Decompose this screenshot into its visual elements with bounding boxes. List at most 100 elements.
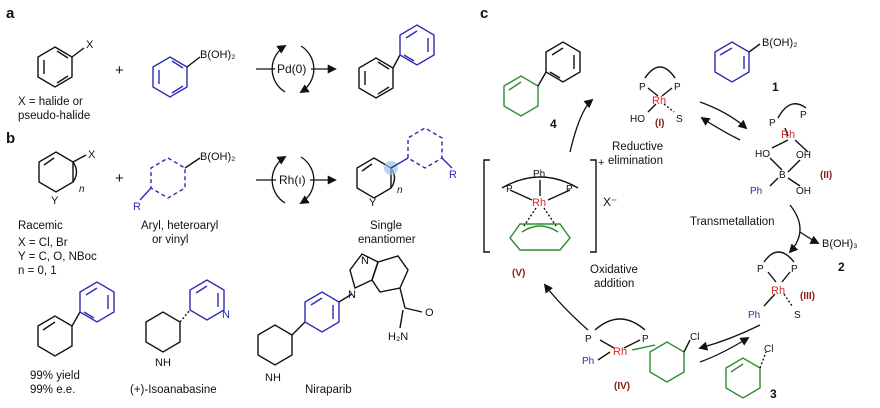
oxidative-addition-line2: addition <box>594 278 634 290</box>
complex-IV-p-right: P <box>642 334 649 345</box>
aryl-boronic-acid-structure <box>139 157 201 201</box>
product-4-structure <box>503 41 581 117</box>
reductive-elimination-line2: elimination <box>608 155 663 167</box>
complex-III-label: (III) <box>800 291 815 302</box>
boric-acid-label: B(OH)₃ <box>822 238 858 250</box>
complex-I-ho: HO <box>630 114 645 125</box>
complex-I-s: S <box>676 114 683 125</box>
compound-3-cl: Cl <box>764 344 773 355</box>
example-niraparib-structure <box>257 253 423 366</box>
complex-II-b: B <box>779 170 786 181</box>
plus-sign-a: + <box>115 62 124 79</box>
niraparib-o: O <box>425 307 434 319</box>
r-label-b: R <box>133 201 141 213</box>
complex-II-label: (II) <box>820 170 832 181</box>
complex-II-p-left: P <box>769 118 776 129</box>
isoanabasine-label: (+)-Isoanabasine <box>130 384 217 396</box>
rh-catalyst-label: Rh(ı) <box>279 173 306 187</box>
complex-II-ho: HO <box>755 149 770 160</box>
complex-I-structure <box>644 66 676 113</box>
complex-IV-structure <box>594 318 691 383</box>
x-label-b: X <box>88 149 96 161</box>
niraparib-label: Niraparib <box>305 384 352 396</box>
complex-III-p-left: P <box>757 264 764 275</box>
complex-III-structure <box>763 251 795 307</box>
transmetallation-label: Transmetallation <box>690 216 775 228</box>
catalytic-cycle-arrows <box>543 98 820 363</box>
compound-1-boronic: B(OH)₂ <box>762 37 797 49</box>
phenylboronic-acid-structure <box>152 56 201 98</box>
complex-I-label: (I) <box>655 118 664 129</box>
compound-2-label: 2 <box>838 260 845 274</box>
complex-III-p-right: P <box>791 264 798 275</box>
panel-label-a: a <box>6 5 15 22</box>
single-note-line1: Single <box>370 220 402 232</box>
plus-sign-b: + <box>115 170 124 187</box>
y-label-b: Y <box>51 195 59 207</box>
compound-1-structure <box>714 41 761 83</box>
complex-V-p-left: P <box>506 184 513 195</box>
halide-note-line2: pseudo-halide <box>18 110 90 122</box>
boronic-acid-label-a: B(OH)₂ <box>200 49 235 61</box>
complex-I-p-right: P <box>674 82 681 93</box>
complex-II-oh-2: OH <box>796 186 811 197</box>
condition-x: X = Cl, Br <box>18 237 68 249</box>
niraparib-nh: NH <box>265 372 281 384</box>
complex-II-ph: Ph <box>750 186 762 197</box>
halide-note-line1: X = halide or <box>18 96 83 108</box>
niraparib-n1: N <box>348 289 356 301</box>
complex-I-rh: Rh <box>652 95 666 107</box>
complex-V-ph: Ph <box>533 169 545 180</box>
complex-IV-cl: Cl <box>690 332 699 343</box>
complex-III-rh: Rh <box>771 285 785 297</box>
complex-V-label: (V) <box>512 268 525 279</box>
compound-1-label: 1 <box>772 80 779 94</box>
complex-V-charge: + <box>598 157 604 169</box>
example1-yield: 99% yield <box>30 370 80 382</box>
single-note-line2: enantiomer <box>358 234 416 246</box>
y-label-product: Y <box>369 197 377 209</box>
compound-3-structure <box>725 351 767 399</box>
compound-3-label: 3 <box>770 387 777 401</box>
complex-V-p-right: P <box>566 184 573 195</box>
complex-IV-label: (IV) <box>614 381 630 392</box>
x-substituent-label: X <box>86 39 94 51</box>
aryl-note-line1: Aryl, heteroaryl <box>141 220 218 232</box>
example-phenylcyclohexene-structure <box>37 281 115 357</box>
complex-III-s: S <box>794 310 801 321</box>
racemic-label: Racemic <box>18 220 63 232</box>
complex-IV-ph: Ph <box>582 356 594 367</box>
counter-anion: X⁻ <box>603 195 617 209</box>
racemic-allyl-halide-structure <box>38 151 87 193</box>
compound-4-label: 4 <box>550 117 557 131</box>
niraparib-nh2: H₂N <box>388 331 408 343</box>
complex-V-structure <box>483 159 597 253</box>
panel-label-c: c <box>480 5 488 22</box>
complex-V-rh: Rh <box>532 197 546 209</box>
pd-catalyst-label: Pd(0) <box>277 62 306 76</box>
panel-label-b: b <box>6 130 15 147</box>
complex-IV-p-left: P <box>585 334 592 345</box>
complex-III-ph: Ph <box>748 310 760 321</box>
condition-n: n = 0, 1 <box>18 265 57 277</box>
boronic-acid-label-b: B(OH)₂ <box>200 151 235 163</box>
aryl-halide-structure <box>37 46 85 88</box>
n-label-product: n <box>397 185 403 196</box>
complex-I-p-left: P <box>639 82 646 93</box>
oxidative-addition-line1: Oxidative <box>590 264 638 276</box>
aryl-note-line2: or vinyl <box>152 234 188 246</box>
complex-IV-rh: Rh <box>613 346 627 358</box>
n-label-b: n <box>79 184 85 195</box>
isoanabasine-nh: NH <box>155 357 171 369</box>
example1-ee: 99% e.e. <box>30 384 75 396</box>
complex-II-rh: Rh <box>781 129 795 141</box>
complex-II-oh-1: OH <box>796 150 811 161</box>
isoanabasine-n: N <box>222 309 230 321</box>
condition-y: Y = C, O, NBoc <box>18 251 97 263</box>
complex-II-p-right: P <box>800 110 807 121</box>
complex-II-structure <box>769 103 809 187</box>
enantioenriched-product-structure <box>356 127 453 199</box>
example-isoanabasine-structure <box>145 279 225 353</box>
niraparib-n2: N <box>361 255 369 267</box>
